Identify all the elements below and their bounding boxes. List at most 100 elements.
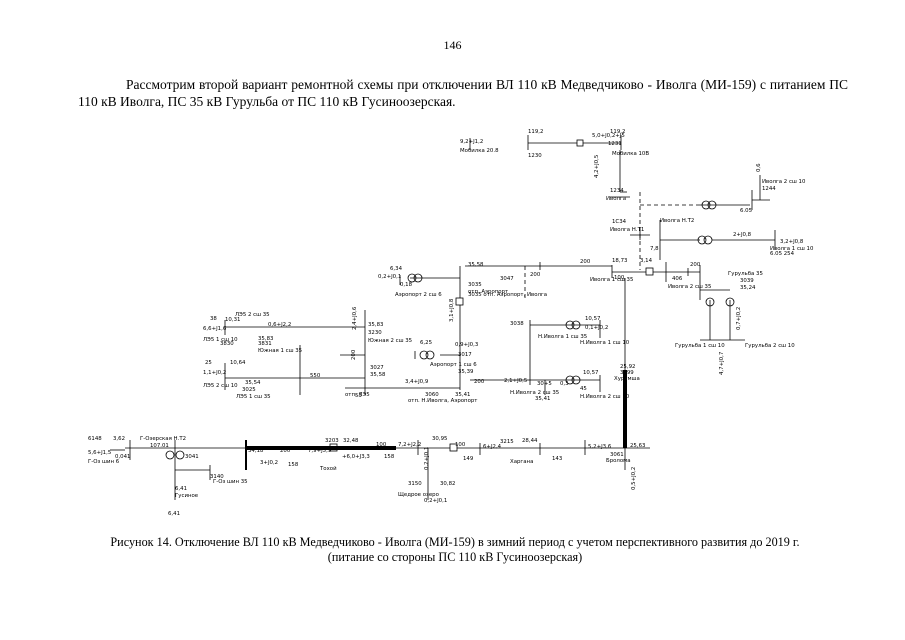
diagram-label: 1244 xyxy=(762,186,776,192)
diagram-label: 550 xyxy=(310,373,321,379)
diagram-label: 3,62 xyxy=(113,436,125,442)
diagram-label: 35,83 xyxy=(368,322,383,328)
caption-line-1: Рисунок 14. Отключение ВЛ 110 кВ Медведч… xyxy=(110,535,800,549)
diagram-label: 3203 xyxy=(325,438,339,444)
diagram-label: 1234 xyxy=(610,188,624,194)
diagram-label: ЛЭ5 1 сш 35 xyxy=(236,394,271,400)
diagram-label: 3060 xyxy=(425,392,439,398)
diagram-label: Аэропорт 2 сш 6 xyxy=(395,292,442,298)
diagram-label: 3150 xyxy=(408,481,422,487)
diagram-label: Гурульба 2 сш 10 xyxy=(745,343,795,349)
caption-line-2: (питание со стороны ПС 110 кВ Гусиноозер… xyxy=(327,550,583,564)
diagram-label: Н.Иволга 2 сш 35 xyxy=(510,390,559,396)
diagram-label: 100 xyxy=(455,442,466,448)
diagram-label: 0,6 xyxy=(756,163,762,172)
diagram-label: 3039 xyxy=(740,278,754,284)
diagram-label: 1C34 xyxy=(612,219,627,225)
diagram-label: 3099 xyxy=(620,370,634,376)
diagram-label: 7,8 xyxy=(650,246,659,252)
diagram-label: 3047 xyxy=(500,276,514,282)
diagram-label: 6,25 xyxy=(420,340,432,346)
diagram-label: 119,2 xyxy=(528,129,543,135)
figure-caption: Рисунок 14. Отключение ВЛ 110 кВ Медведч… xyxy=(60,535,850,565)
diagram-label: 25 xyxy=(205,360,212,366)
diagram-label: 6+J2,4 xyxy=(483,444,502,450)
diagram-label: 406 xyxy=(672,276,683,282)
diagram-label: 3025 xyxy=(242,387,256,393)
diagram-label: 2+J0,8 xyxy=(733,232,752,238)
diagram-label: 18,73 xyxy=(612,258,627,264)
diagram-label: 30,82 xyxy=(440,481,455,487)
diagram-label: 3035 отп. Аэропорт, Иволга xyxy=(468,292,547,298)
diagram-label: 200 xyxy=(530,272,541,278)
page-number: 146 xyxy=(443,38,462,52)
diagram-label: Иволга 2 сш 35 xyxy=(668,284,711,290)
diagram-label: 7,9+J5,9 xyxy=(308,448,332,454)
diagram-label: 28,44 xyxy=(522,438,538,444)
diagram-label: 30,95 xyxy=(432,436,447,442)
diagram-label: Н.Иволга 1 сш 35 xyxy=(538,334,587,340)
diagram-label: Г-Озерская Н.Т2 xyxy=(140,436,186,442)
diagram-label: 35,24 xyxy=(740,285,756,291)
diagram-label: 0,2+J0,1 xyxy=(424,498,447,504)
diagram-label: Иволга Н.Т1 xyxy=(610,227,644,233)
diagram-label: Г-Оз шин 6 xyxy=(88,459,120,465)
diagram-label: 200 xyxy=(580,259,591,265)
diagram-label: ЛЭ5 2 сш 10 xyxy=(203,383,238,389)
diagram-label: 30+5 xyxy=(537,381,552,387)
diagram-label: Гурульба 35 xyxy=(728,271,763,277)
diagram-label: +6,0+J3,3 xyxy=(342,454,370,460)
diagram-label: 6,6+J1,6 xyxy=(203,326,227,332)
diagram-label: 6,34 xyxy=(390,266,403,272)
diagram-label: 3215 xyxy=(500,439,514,445)
diagram-label: 3,1+J0,8 xyxy=(449,298,455,322)
diagram-label: 158 xyxy=(384,454,395,460)
diagram-label: 3,14 xyxy=(640,258,653,264)
diagram-label: 100 xyxy=(376,442,387,448)
diagram-label: 45 xyxy=(580,386,587,392)
diagram-label: Н.Иволга 2 сш 10 xyxy=(580,394,630,400)
diagram-label: Мобилка 10В xyxy=(612,151,649,157)
diagram-label: 3041 xyxy=(185,454,199,460)
diagram-label: 6.05 254 xyxy=(770,251,795,257)
diagram-label: 0,3 xyxy=(560,381,569,387)
diagram-label: 3035 xyxy=(468,282,482,288)
diagram-label: 158 xyxy=(288,462,299,468)
diagram-label: Харгана xyxy=(510,459,533,465)
diagram-label: 6.05 xyxy=(740,208,752,214)
diagram-label: 25,63 xyxy=(630,443,645,449)
diagram-label: ЛЭ5 1 сш 10 xyxy=(203,337,238,343)
diagram-label: 35,58 xyxy=(370,372,386,378)
diagram-label: 35,83 xyxy=(258,336,273,342)
diagram-label: Тохой xyxy=(319,465,337,472)
diagram-label: 35,41 xyxy=(535,396,550,402)
diagram-label: 10,57 xyxy=(585,316,600,322)
diagram-label: 35,41 xyxy=(455,392,470,398)
diagram-label: Иволга 1 сш 10 xyxy=(770,246,814,252)
diagram-label: 3038 xyxy=(510,321,524,327)
diagram-label: 5,2+J3,6 xyxy=(588,444,612,450)
diagram-label: 0,9+J0,3 xyxy=(455,342,478,348)
diagram-label: 25,92 xyxy=(620,364,635,370)
diagram-label: 34,18 xyxy=(248,448,264,454)
diagram-label: 10,57 xyxy=(583,370,598,376)
diagram-label: 0,7+J0,2 xyxy=(736,307,742,330)
diagram-label: 3,4+J0,9 xyxy=(405,379,429,385)
diagram-label: 3140 xyxy=(210,474,224,480)
diagram-label: 0,1+J0,2 xyxy=(585,325,608,331)
diagram-label: отп. Аэропорт xyxy=(468,289,508,295)
diagram-label: 35,39 xyxy=(458,369,474,375)
diagram-label: 32,48 xyxy=(343,438,359,444)
diagram-label: 100 xyxy=(614,275,625,281)
diagram-label: 3+J0,2 xyxy=(260,460,278,466)
diagram-label: отп. ЛЭ5 xyxy=(345,392,370,398)
diagram-label: 0,2+J0,1 xyxy=(378,274,401,280)
diagram-label: Иволга Н.Т2 xyxy=(660,218,694,224)
diagram-label: 1231 xyxy=(608,141,622,147)
diagram-label: Г-Оз шин 35 xyxy=(213,479,248,485)
diagram-label: 35,54 xyxy=(245,380,261,386)
diagram-label: 200 xyxy=(690,262,701,268)
diagram-label: 7,2+J2,2 xyxy=(398,442,421,448)
diagram-label: 6,41 xyxy=(175,486,187,492)
